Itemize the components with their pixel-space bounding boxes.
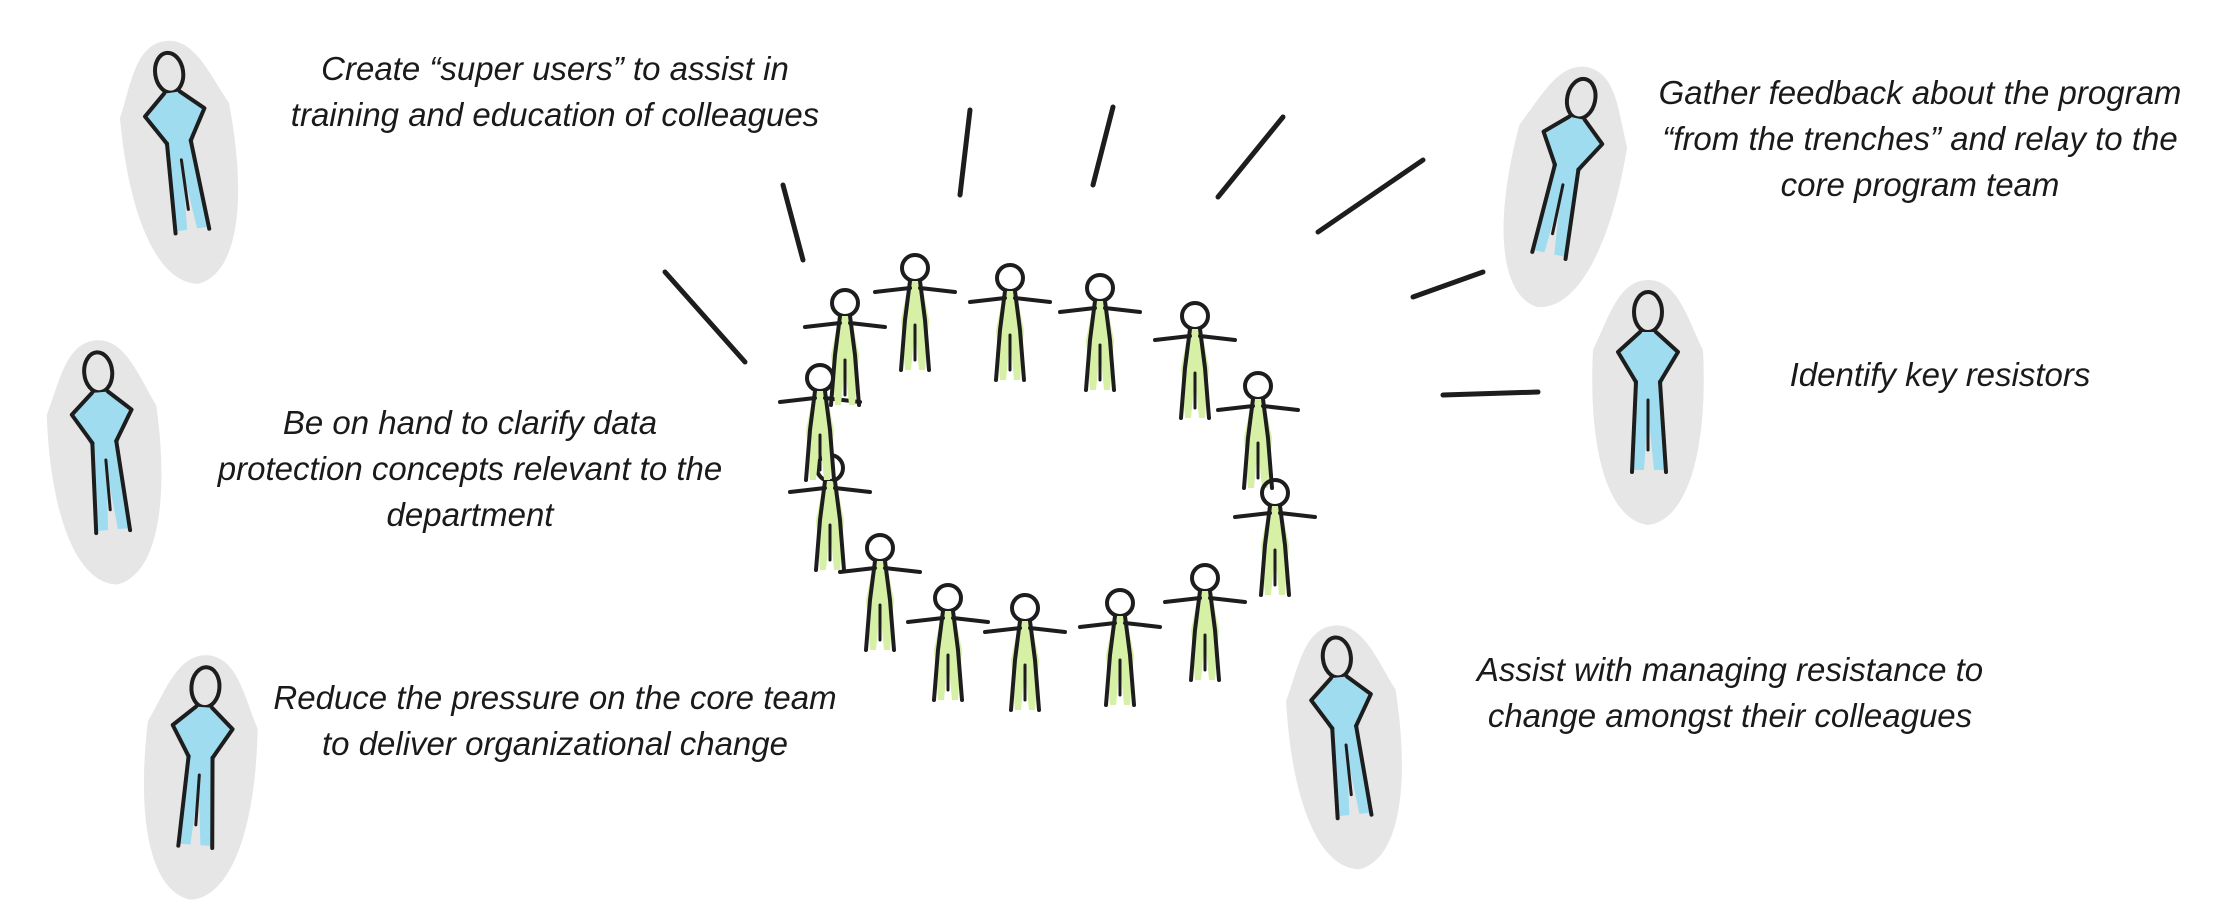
stick-figure-icon xyxy=(37,333,175,592)
caption-line: protection concepts relevant to the xyxy=(217,450,723,487)
caption-line: Gather feedback about the program xyxy=(1658,74,2182,111)
caption-clarify: Be on hand to clarify data protection co… xyxy=(180,400,760,538)
stick-figure-icon xyxy=(1276,617,1417,878)
caption-reduce-pressure: Reduce the pressure on the core team to … xyxy=(255,675,855,767)
caption-line: change amongst their colleagues xyxy=(1487,697,1973,734)
caption-line: Reduce the pressure on the core team xyxy=(273,679,837,716)
caption-feedback: Gather feedback about the program “from … xyxy=(1620,70,2220,208)
caption-line: core program team xyxy=(1780,166,2060,203)
caption-line: Identify key resistors xyxy=(1789,356,2091,393)
people-circle-icon xyxy=(778,253,1317,712)
caption-line: department xyxy=(386,496,554,533)
radiating-lines-icon xyxy=(662,104,1541,398)
stick-figure-icon xyxy=(1480,53,1645,321)
stick-figure-icon xyxy=(1590,278,1706,527)
caption-resistors: Identify key resistors xyxy=(1740,352,2140,398)
caption-line: Assist with managing resistance to xyxy=(1476,651,1984,688)
caption-manage-resistance: Assist with managing resistance to chang… xyxy=(1430,647,2030,739)
caption-line: “from the trenches” and relay to the xyxy=(1662,120,2178,157)
caption-super-users: Create “super users” to assist in traini… xyxy=(230,46,880,138)
stick-figure-icon xyxy=(132,649,266,906)
caption-line: to deliver organizational change xyxy=(322,725,788,762)
caption-line: Be on hand to clarify data xyxy=(282,404,658,441)
caption-line: Create “super users” to assist in xyxy=(321,50,789,87)
caption-line: training and education of colleagues xyxy=(290,96,820,133)
